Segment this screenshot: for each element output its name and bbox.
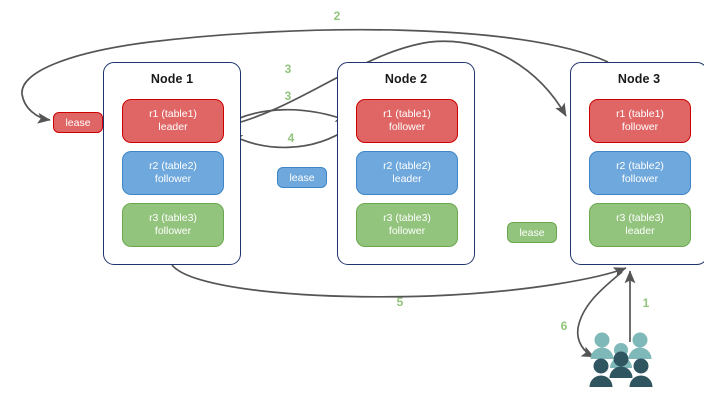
edge-label-3-lower: 3 — [284, 89, 292, 103]
replica-role: leader — [158, 121, 188, 133]
people-group-icon — [589, 332, 653, 387]
replica-node1-r2[interactable]: r2 (table2) follower — [122, 151, 224, 195]
node-title: Node 3 — [617, 72, 661, 86]
edge-5-node1-to-node3 — [171, 264, 627, 298]
replica-name: r3 (table3) — [149, 211, 197, 224]
lease-badge-r2[interactable]: lease — [277, 167, 327, 188]
node-title: Node 2 — [384, 72, 428, 86]
edge-label-3-upper: 3 — [284, 62, 292, 76]
replica-node2-r2[interactable]: r2 (table2) leader — [356, 151, 458, 195]
replica-name: r3 (table3) — [383, 211, 431, 224]
node-container-node2[interactable]: Node 2 r1 (table1) follower r2 (table2) … — [337, 62, 475, 265]
replica-role: follower — [154, 225, 192, 237]
replica-name: r1 (table1) — [149, 107, 197, 120]
replica-name: r2 (table2) — [149, 159, 197, 172]
replica-node1-r1[interactable]: r1 (table1) leader — [122, 99, 224, 143]
replica-name: r2 (table2) — [616, 159, 664, 172]
replica-name: r1 (table1) — [383, 107, 431, 120]
replica-node2-r1[interactable]: r1 (table1) follower — [356, 99, 458, 143]
replica-name: r2 (table2) — [383, 159, 431, 172]
replica-role: follower — [388, 121, 426, 133]
replica-node3-r3[interactable]: r3 (table3) leader — [589, 203, 691, 247]
edge-label-6: 6 — [560, 319, 568, 333]
node-container-node3[interactable]: Node 3 r1 (table1) follower r2 (table2) … — [570, 62, 704, 265]
replica-role: follower — [154, 173, 192, 185]
replica-role: follower — [621, 121, 659, 133]
replica-role: follower — [388, 225, 426, 237]
node-container-node1[interactable]: Node 1 r1 (table1) leader r2 (table2) fo… — [103, 62, 241, 265]
replica-name: r1 (table1) — [616, 107, 664, 120]
replica-role: leader — [625, 225, 655, 237]
node-title: Node 1 — [150, 72, 194, 86]
replica-node3-r1[interactable]: r1 (table1) follower — [589, 99, 691, 143]
replica-node1-r3[interactable]: r3 (table3) follower — [122, 203, 224, 247]
replica-name: r3 (table3) — [616, 211, 664, 224]
replica-node3-r2[interactable]: r2 (table2) follower — [589, 151, 691, 195]
edge-label-2: 2 — [333, 9, 341, 23]
edge-label-1: 1 — [642, 296, 650, 310]
edge-label-5: 5 — [396, 295, 404, 309]
replica-node2-r3[interactable]: r3 (table3) follower — [356, 203, 458, 247]
replica-role: leader — [392, 173, 422, 185]
lease-badge-r3[interactable]: lease — [507, 222, 557, 243]
edge-label-4: 4 — [287, 131, 295, 145]
lease-badge-r1[interactable]: lease — [53, 112, 103, 133]
replica-role: follower — [621, 173, 659, 185]
